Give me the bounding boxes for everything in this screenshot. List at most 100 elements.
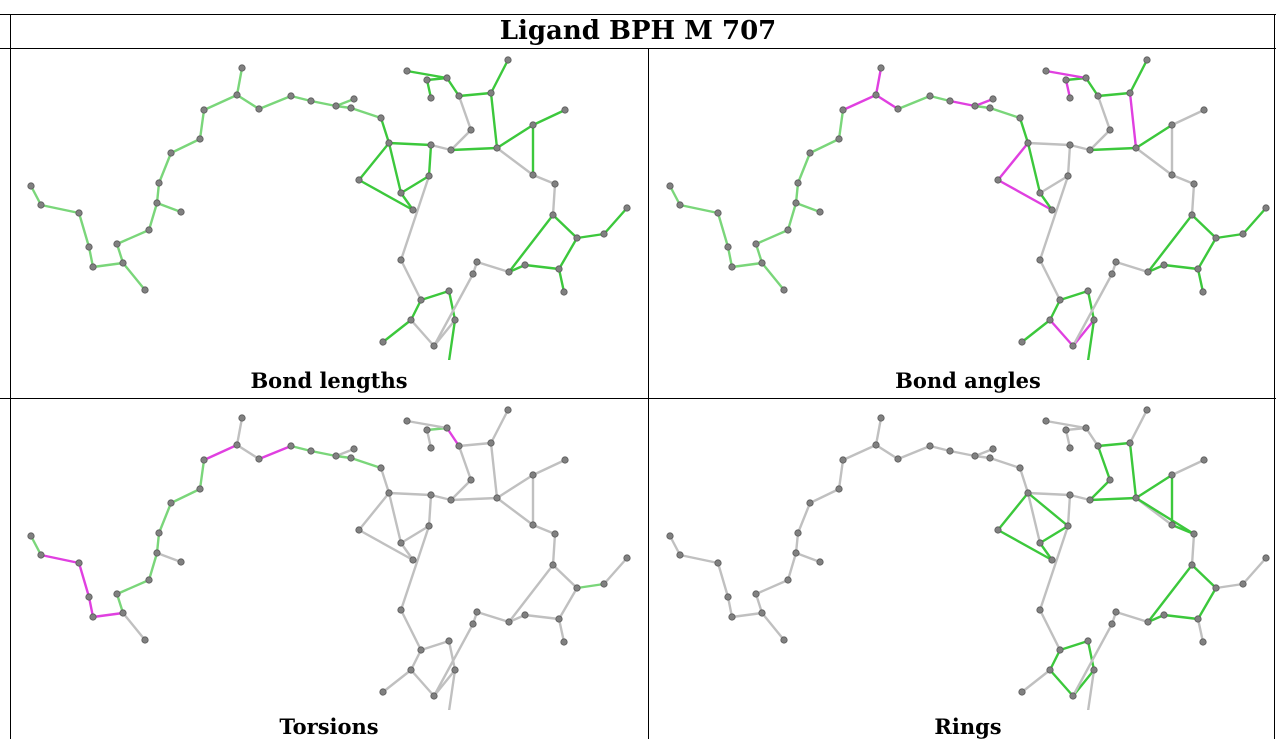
bond [557, 586, 579, 621]
bond [1214, 232, 1245, 240]
bond [988, 456, 1022, 470]
atom [529, 471, 537, 479]
atom [676, 551, 684, 559]
atom [1056, 646, 1064, 654]
atom [425, 522, 433, 530]
bond [405, 69, 449, 80]
bond [198, 458, 206, 491]
bond [996, 178, 1054, 212]
bond [1018, 116, 1030, 145]
bond [457, 444, 473, 482]
bond [1026, 491, 1070, 528]
atom [355, 526, 363, 534]
bond [115, 578, 151, 596]
bond [387, 141, 433, 147]
bond [235, 66, 244, 97]
atom [839, 106, 847, 114]
bond [794, 551, 822, 564]
atom [238, 64, 246, 72]
atom [37, 201, 45, 209]
panel-label-rings: Rings [934, 714, 1002, 739]
bond [1190, 532, 1196, 567]
atom [1066, 94, 1074, 102]
bond [1071, 622, 1114, 698]
bond [786, 201, 798, 232]
bond [896, 94, 932, 111]
atom [780, 636, 788, 644]
atom [1168, 521, 1176, 529]
atom [816, 558, 824, 566]
bond [531, 458, 567, 477]
bond [523, 613, 561, 621]
bond [1026, 141, 1072, 147]
bond [432, 622, 475, 698]
atom [443, 424, 451, 432]
bond [948, 99, 977, 108]
bond [531, 523, 557, 536]
border-left [10, 14, 11, 739]
bond [1048, 298, 1062, 322]
atom [153, 549, 161, 557]
bond [507, 563, 555, 624]
atom [1094, 442, 1102, 450]
bond [786, 551, 798, 582]
panel-label-bond-lengths: Bond lengths [250, 368, 408, 393]
bond [387, 491, 403, 545]
bond [551, 563, 579, 590]
bond [399, 608, 423, 652]
bond [399, 258, 423, 302]
bond [1134, 123, 1174, 150]
atom [332, 452, 340, 460]
bond [1241, 206, 1268, 236]
atom [445, 637, 453, 645]
atom [946, 447, 954, 455]
atom [89, 613, 97, 621]
atom [467, 126, 475, 134]
atom [1062, 426, 1070, 434]
atom [487, 89, 495, 97]
atom [255, 105, 263, 113]
bond [387, 491, 433, 497]
bond [409, 318, 436, 348]
atom [1126, 439, 1134, 447]
panel-label-torsions: Torsions [279, 714, 379, 739]
atom [1090, 666, 1098, 674]
atom [287, 442, 295, 450]
atom [1048, 206, 1056, 214]
bond [1020, 668, 1052, 694]
bond [157, 501, 173, 535]
atom [427, 94, 435, 102]
atom [1108, 620, 1116, 628]
bond [39, 203, 81, 215]
bond [1044, 69, 1088, 80]
bond [257, 94, 293, 111]
atom [1106, 126, 1114, 134]
bond [357, 141, 391, 182]
bond [531, 173, 557, 186]
bond [1058, 639, 1090, 652]
bond [1134, 146, 1174, 177]
atom [1108, 270, 1116, 278]
atom [989, 95, 997, 103]
atom [1262, 204, 1270, 212]
atom [806, 149, 814, 157]
panel-bond-lengths: Bond lengths [11, 50, 647, 395]
bond [349, 106, 383, 120]
atom [1082, 424, 1090, 432]
atom [724, 243, 732, 251]
bond [575, 582, 606, 590]
atom [397, 189, 405, 197]
bond [399, 174, 431, 262]
bond [445, 426, 461, 448]
bond [489, 441, 499, 500]
atom [1024, 489, 1032, 497]
atom [1168, 121, 1176, 129]
atom [1143, 406, 1151, 414]
bond [457, 91, 493, 98]
atom [397, 539, 405, 547]
atom [835, 485, 843, 493]
atom [307, 447, 315, 455]
atom [451, 666, 459, 674]
bond [475, 610, 511, 624]
